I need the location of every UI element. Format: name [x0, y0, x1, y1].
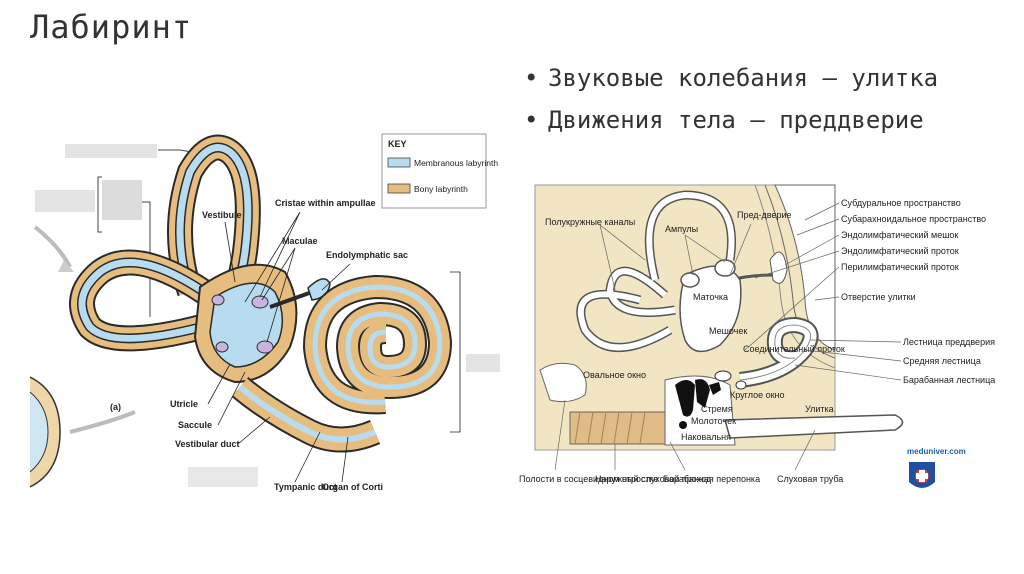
- side-label: Средняя лестница: [903, 356, 981, 366]
- inner-ear-diagram-english: KEY Membranous labyrinth Bony labyrinth …: [30, 133, 500, 492]
- side-label: Перилимфатический проток: [841, 262, 959, 272]
- crista: [211, 294, 225, 306]
- redacted-label: [65, 144, 157, 158]
- bullet-dot-icon: •: [524, 106, 539, 134]
- label-cochlea: Улитка: [805, 404, 834, 414]
- side-label: Эндолимфатический проток: [841, 246, 959, 256]
- label-tympanic-duct: Tympanic duct: [274, 482, 337, 492]
- ossicles: [675, 379, 721, 429]
- label-utricle: Utricle: [170, 399, 198, 409]
- bullet-text: Звуковые колебания – улитка: [548, 64, 939, 92]
- side-label: Субарахноидальное пространство: [841, 214, 986, 224]
- label-stapes: Стремя: [701, 404, 733, 414]
- leader-lines: [207, 211, 461, 483]
- ampulla: [714, 259, 736, 277]
- bottom-labels: Полости в сосцевидном отростке Наружный …: [519, 474, 843, 484]
- label-eustachian-tube: Слуховая труба: [777, 474, 843, 484]
- side-label: Лестница преддверия: [903, 337, 995, 347]
- leader-lines: [554, 202, 902, 471]
- side-labels: Субдуральное пространство Субарахноидаль…: [841, 198, 995, 385]
- redacted-label: [466, 354, 500, 372]
- leader-line: [158, 149, 193, 153]
- diagram-labels: Полукружные каналы Ампулы Пред-дверие Ма…: [545, 210, 845, 442]
- bullet-item: • Движения тела – преддверие: [518, 104, 988, 136]
- semicircular-canal-membranous: [176, 144, 252, 304]
- macula: [251, 295, 269, 309]
- bullet-dot-icon: •: [524, 64, 539, 92]
- label-vestibular-duct: Vestibular duct: [175, 439, 240, 449]
- side-label: Отверстие улитки: [841, 292, 916, 302]
- label-cristae: Cristae within ampullae: [275, 198, 376, 208]
- label-ampullae: Ампулы: [665, 224, 698, 234]
- label-saccule: Мешочек: [709, 326, 747, 336]
- bullet-item: • Звуковые колебания – улитка: [518, 62, 988, 94]
- semicircular-canals-inner: [577, 191, 735, 351]
- label-tympanic-membrane: Барабанная перепонка: [663, 474, 760, 484]
- arrow-icon: [58, 260, 74, 272]
- label-saccule: Saccule: [178, 420, 212, 430]
- cochlea: [739, 324, 812, 381]
- slide-title: Лабиринт: [30, 8, 193, 46]
- label-ear-canal: Наружный слуховой проход: [595, 474, 712, 484]
- legend-membranous: Membranous labyrinth: [414, 158, 498, 168]
- label-malleus: Молоточек: [691, 416, 736, 426]
- leader-line: [97, 176, 102, 233]
- label-semicircular-canals: Полукружные каналы: [545, 217, 635, 227]
- label-mastoid: Полости в сосцевидном отростке: [519, 474, 659, 484]
- legend-key-title: KEY: [388, 139, 407, 149]
- endolymphatic-sac: [769, 251, 788, 284]
- eustachian-tube: [724, 414, 904, 439]
- round-window: [735, 380, 747, 390]
- ear-canal: [569, 411, 666, 445]
- label-endolymphatic-sac: Endolymphatic sac: [326, 250, 408, 260]
- bullet-text: Движения тела – преддверие: [548, 106, 924, 134]
- side-label: Эндолимфатический мешок: [841, 230, 958, 240]
- label-utricle: Маточка: [693, 292, 728, 302]
- clipped-structure: [30, 391, 49, 473]
- redacted-label: [102, 180, 142, 220]
- legend-key: KEY Membranous labyrinth Bony labyrinth: [381, 133, 498, 209]
- legend-bony: Bony labyrinth: [414, 184, 468, 194]
- watermark: meduniver.com: [907, 447, 966, 456]
- crista: [215, 341, 229, 353]
- label-panel-a: (a): [110, 402, 121, 412]
- label-incus: Наковальня: [681, 432, 731, 442]
- redacted-label: [35, 190, 95, 212]
- ear-canal-texture: [574, 411, 646, 445]
- semicircular-canal-membranous: [78, 259, 228, 342]
- side-label: Субдуральное пространство: [841, 198, 961, 208]
- endolymphatic-duct: [269, 290, 313, 309]
- label-vestibule: Пред-дверие: [737, 210, 792, 220]
- watermark-shield-icon: [909, 462, 935, 488]
- label-vestibule: Vestibule: [202, 210, 242, 220]
- ampulla: [680, 272, 700, 288]
- redacted-label: [188, 467, 258, 487]
- vestibular-duct: [238, 384, 377, 443]
- label-maculae: Maculae: [282, 236, 318, 246]
- arrow-icon: [69, 410, 136, 434]
- side-label: Барабанная лестница: [903, 375, 995, 385]
- label-connecting-duct: Соединительный проток: [743, 344, 845, 354]
- label-oval-window: Овальное окно: [583, 370, 646, 380]
- oval-window: [714, 370, 732, 382]
- label-organ-of-corti: Organ of Corti: [322, 482, 383, 492]
- arrow-icon: [33, 225, 72, 268]
- bullet-list: • Звуковые колебания – улитка • Движения т…: [518, 62, 988, 184]
- ear-diagram-russian: Полукружные каналы Ампулы Пред-дверие Ма…: [519, 184, 995, 488]
- cochlear-duct: [312, 284, 443, 405]
- label-round-window: Круглое окно: [730, 390, 785, 400]
- macula: [256, 340, 274, 354]
